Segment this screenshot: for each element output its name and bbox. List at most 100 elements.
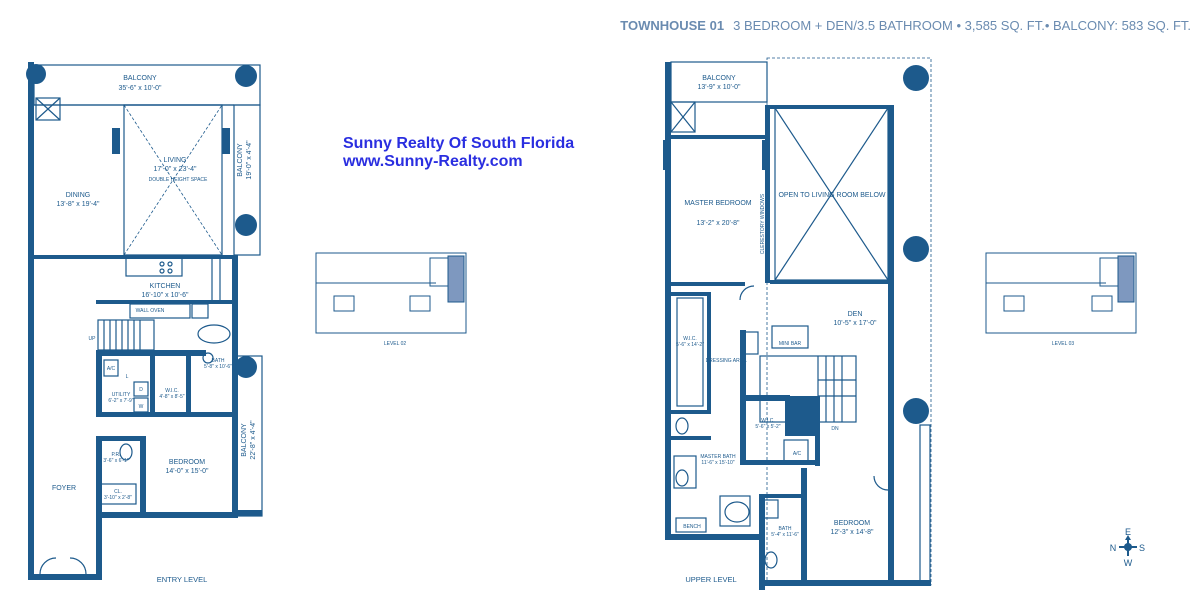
label-wic: W.I.C. (165, 388, 179, 394)
label-upper-bedroom-dims: 12'-3" x 14'-8" (830, 529, 874, 536)
kitchen-island (125, 257, 183, 277)
upper-west-wall (665, 62, 671, 540)
label-living-dims: 17'-0" x 23'-4" (153, 166, 197, 173)
label-living: LIVING (164, 157, 187, 164)
label-mini-bar: MINI BAR (779, 341, 802, 347)
compass-icon: E N S W (1110, 527, 1145, 568)
label-den: DEN (848, 311, 863, 318)
key-highlight (1117, 255, 1135, 303)
compass-s: S (1139, 543, 1145, 553)
label-upper-bath-dims: 5'-4" x 11'-6" (771, 532, 799, 538)
label-balcony-dims: 35'-6" x 10'-0" (118, 85, 162, 92)
entry-dining-wall (28, 128, 34, 258)
column (235, 356, 257, 378)
label-balcony-bedroom-dims: 22'-8" x 4'-4" (250, 420, 257, 460)
label-bath-dims: 5'-8" x 10'-6" (204, 364, 232, 370)
label-balcony-bedroom: BALCONY (241, 423, 248, 457)
entry-foyer-wall (96, 440, 102, 580)
label-clerestory: CLERESTORY WINDOWS (760, 193, 766, 254)
label-ac: A/C (107, 366, 116, 372)
column (903, 398, 929, 424)
label-powder: P.R. (111, 452, 120, 458)
compass-e: E (1125, 527, 1131, 537)
key-highlight (447, 255, 465, 303)
compass-w: W (1124, 558, 1133, 568)
living-area (123, 104, 223, 256)
label-balcony-side-dims: 19'-0" x 4'-4" (246, 140, 253, 180)
header: TOWNHOUSE 01 3 BEDROOM + DEN/3.5 BATHROO… (620, 15, 1191, 34)
entry-kitchen-line (34, 255, 238, 259)
ad-text: Sunny Realty Of South Florida www.Sunny-… (342, 135, 574, 170)
label-upper-ac: A/C (793, 451, 802, 457)
ad-line-2: www.Sunny-Realty.com (342, 153, 523, 170)
label-open-to-below: OPEN TO LIVING ROOM BELOW (778, 192, 885, 199)
label-master-bedroom: MASTER BEDROOM (684, 200, 751, 207)
unit-details: 3 BEDROOM + DEN/3.5 BATHROOM • 3,585 SQ.… (733, 18, 1191, 33)
label-master-bath-dims: 11'-6" x 15'-10" (701, 460, 734, 466)
label-kitchen-dims: 16'-10" x 10'-6" (142, 292, 189, 299)
key-plan-label: LEVEL 02 (384, 341, 407, 347)
entry-east-wall (232, 255, 238, 518)
upper-level-plan: BALCONY 13'-9" x 10'-0" MASTER BEDROOM 1… (663, 57, 932, 590)
upper-level-title: UPPER LEVEL (685, 575, 736, 584)
label-bedroom: BEDROOM (169, 459, 205, 466)
label-dressing: DRESSING AREA (706, 358, 748, 364)
label-dining: DINING (66, 192, 91, 199)
label-utility: UTILITY (112, 392, 131, 398)
label-upper-bedroom: BEDROOM (834, 520, 870, 527)
label-wic-1-dims: 5'-6" x 14'-2" (676, 342, 704, 348)
label-master-bath: MASTER BATH (700, 454, 736, 460)
unit-name: TOWNHOUSE 01 (620, 18, 724, 33)
entry-south-wall (28, 574, 102, 580)
label-upper-balcony-dims: 13'-9" x 10'-0" (697, 84, 741, 91)
label-powder-dims: 3'-6" x 6'-1" (103, 458, 128, 464)
entry-balcony-side (233, 104, 261, 256)
ad-line-1: Sunny Realty Of South Florida (343, 135, 574, 152)
column (903, 65, 929, 91)
label-upper-bath: BATH (779, 526, 792, 532)
label-up: UP (89, 336, 97, 342)
label-bench: BENCH (683, 524, 701, 530)
entry-west-wall (28, 62, 34, 580)
label-kitchen: KITCHEN (150, 283, 181, 290)
entry-level-title: ENTRY LEVEL (157, 575, 208, 584)
label-balcony-side: BALCONY (237, 143, 244, 177)
label-utility-dims: 6'-2" x 7'-9" (108, 398, 133, 404)
label-balcony: BALCONY (123, 75, 157, 82)
svg-text:TOWNHOUSE 01 3 BEDROOM +: TOWNHOUSE 01 3 BEDROOM + DEN/3.5 BATHROO… (620, 15, 1191, 34)
label-den-dims: 10'-5" x 17'-0" (833, 320, 877, 327)
column (26, 64, 46, 84)
upper-balcony (670, 61, 768, 103)
label-dryer: D (139, 387, 143, 393)
label-linen: L (126, 374, 129, 380)
label-foyer: FOYER (52, 485, 76, 492)
label-upper-balcony: BALCONY (702, 75, 736, 82)
upper-east-wall (888, 105, 894, 585)
column (235, 65, 257, 87)
entry-balcony-bedroom (235, 355, 263, 517)
label-bedroom-dims: 14'-0" x 15'-0" (165, 468, 209, 475)
entry-stair (97, 319, 155, 351)
label-wall-oven: WALL OVEN (136, 308, 165, 314)
column (235, 214, 257, 236)
label-wic-1: W.I.C. (683, 336, 697, 342)
entry-bedroom-south-wall (96, 512, 236, 518)
label-dn: DN (831, 426, 839, 432)
key-plan-level-03: LEVEL 03 (985, 252, 1137, 347)
label-master-bedroom-dims: 13'-2" x 20'-8" (696, 220, 740, 227)
compass-n: N (1110, 543, 1117, 553)
label-living-note: DOUBLE HEIGHT SPACE (149, 177, 208, 183)
label-dining-dims: 13'-8" x 19'-4" (56, 201, 100, 208)
key-plan-label: LEVEL 03 (1052, 341, 1075, 347)
label-bath: BATH (212, 358, 225, 364)
entry-level-plan: BALCONY 35'-6" x 10'-0" BALCONY 19'-0" x… (26, 62, 263, 584)
column (903, 236, 929, 262)
label-wic-dims: 4'-8" x 8'-5" (159, 394, 184, 400)
label-wic-2: W.I.C. (761, 418, 775, 424)
label-wic-2-dims: 5'-6" x 5'-2" (755, 424, 780, 430)
label-closet: CL. (114, 489, 122, 495)
label-closet-dims: 3'-10" x 2'-8" (104, 495, 132, 501)
label-washer: W (139, 404, 144, 410)
key-plan-level-02: LEVEL 02 (315, 252, 467, 347)
